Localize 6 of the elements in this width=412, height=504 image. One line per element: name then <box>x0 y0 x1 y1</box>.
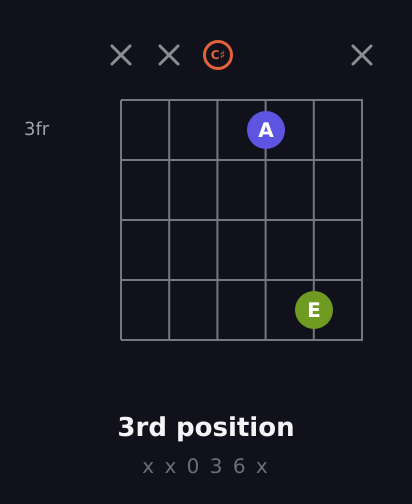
fret-number: 3fr <box>24 118 50 142</box>
chord-position-title: 3rd position <box>117 412 295 445</box>
note-marker: C♯ <box>203 40 233 70</box>
finger-dot: A <box>247 111 285 149</box>
finger-dot: E <box>295 291 333 329</box>
fingering-text: x x 0 3 6 x <box>142 454 270 478</box>
